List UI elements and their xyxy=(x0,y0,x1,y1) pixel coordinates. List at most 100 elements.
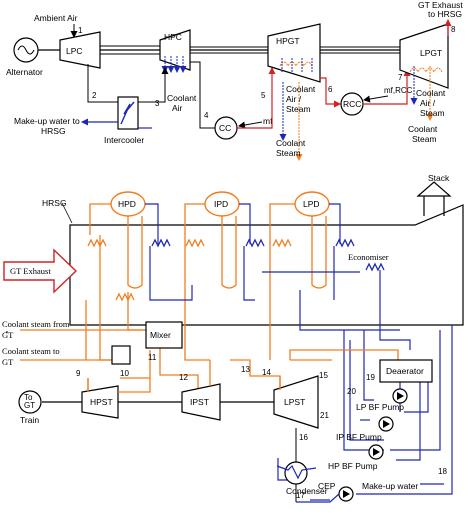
rcc-fuel-label: mf,RCC xyxy=(384,86,413,95)
steam-cycle-section: HRSG Stack GT Exhaust HPD IPD LPD xyxy=(2,173,464,503)
intercooler-label: Intercooler xyxy=(104,135,144,145)
ipst-turbine xyxy=(181,383,221,421)
state-point-3: 3 xyxy=(155,99,160,108)
state-point-17: 17 xyxy=(296,491,305,500)
hpgt-label: HPGT xyxy=(276,36,300,46)
lp-bf-pump-label: LP BF Pump xyxy=(356,402,404,412)
state-point-14: 14 xyxy=(262,368,271,377)
hpgt-coolant-arrows xyxy=(279,58,313,161)
makeup-water-bottom-label: Make-up water xyxy=(362,481,418,491)
state-point-8: 8 xyxy=(451,25,456,34)
lpgt-turbine xyxy=(399,23,449,89)
gt-exhaust-inlet-label: GT Exhaust xyxy=(10,266,51,276)
state-point-10: 10 xyxy=(120,369,129,378)
hpgt-coolant-label-2: Air / xyxy=(286,94,302,104)
hpst-turbine xyxy=(81,385,119,419)
mixer-box xyxy=(145,321,183,349)
gas-turbine-section: Alternator Ambient Air 1 LPC HPC Coolant… xyxy=(6,0,463,161)
state-point-2: 2 xyxy=(92,91,97,100)
makeup-water-label-2: HRSG xyxy=(41,126,66,136)
hrsg-casing xyxy=(69,204,464,326)
intercooler-coil xyxy=(120,101,135,125)
to-gt-label-1: To xyxy=(24,393,33,402)
state-point-9: 9 xyxy=(76,369,81,378)
coolant-from-gt-label-2: GT xyxy=(2,330,14,340)
state-point-4: 4 xyxy=(204,111,209,120)
lpd-label: LPD xyxy=(303,199,320,209)
ip-bf-pump-label: IP BF Pump xyxy=(336,432,382,442)
hp-bf-pump xyxy=(368,444,384,460)
hpd-label: HPD xyxy=(118,199,136,209)
cc-fuel-label: mf xyxy=(263,116,273,126)
lpc-label: LPC xyxy=(66,46,83,56)
coolant-from-gt-label-1: Coolant steam from xyxy=(2,319,70,329)
stack xyxy=(416,181,452,216)
lpgt-coolant-label-3: Steam xyxy=(420,108,445,118)
to-gt-train-coupling xyxy=(18,390,42,414)
lpgt-coolant-arrows xyxy=(409,66,443,121)
gt-exhaust-label-2: to HRSG xyxy=(428,9,462,19)
state-point-1: 1 xyxy=(78,26,83,35)
coolant-to-gt-label-2: GT xyxy=(2,357,14,367)
hrsg-label: HRSG xyxy=(42,198,67,208)
lpgt-label: LPGT xyxy=(420,48,442,58)
hpc-label: HPC xyxy=(164,32,182,42)
stack-label: Stack xyxy=(428,173,450,183)
lpgt-coolant-label-2: Air / xyxy=(420,98,436,108)
ipst-label: IPST xyxy=(190,397,209,407)
hpgt-coolant-steam-label-2: Steam xyxy=(276,148,301,158)
state-point-11: 11 xyxy=(148,353,157,362)
state-point-18: 18 xyxy=(438,467,447,476)
rcc-label: RCC xyxy=(343,99,361,109)
condenser-label: Condenser xyxy=(286,486,328,496)
state-point-20: 20 xyxy=(347,387,356,396)
hpc-coolant-label-1: Coolant xyxy=(167,93,197,103)
lpst-turbine xyxy=(273,375,319,429)
heat-exchanger-coils xyxy=(87,238,385,302)
lpc-outlet-line xyxy=(87,64,118,103)
lp-bf-pump xyxy=(392,388,408,404)
lpst-label: LPST xyxy=(284,397,305,407)
state-point-21: 21 xyxy=(320,411,329,420)
lpgt-coolant-label-1: Coolant xyxy=(416,88,446,98)
train-label: Train xyxy=(20,415,39,425)
hpgt-coolant-label-1: Coolant xyxy=(286,84,316,94)
cc-label: CC xyxy=(219,123,231,133)
hpgt-turbine xyxy=(267,23,321,83)
attemperator-box xyxy=(111,345,131,365)
lpc-compressor xyxy=(59,31,101,69)
deaerator-label: Deaerator xyxy=(386,366,424,376)
coolant-to-gt-label-1: Coolant steam to xyxy=(2,346,60,356)
hpc-coolant-label-2: Air xyxy=(172,103,183,113)
state-point-16: 16 xyxy=(299,433,308,442)
ip-bf-pump xyxy=(378,416,394,432)
makeup-water-label-1: Make-up water to xyxy=(14,116,80,126)
cep-pump xyxy=(338,486,354,502)
hpgt-coolant-label-3: Steam xyxy=(286,104,311,114)
intercooler-box xyxy=(117,96,139,130)
turbine-steam-connections xyxy=(87,360,281,393)
alternator-wave-icon xyxy=(17,45,35,55)
ipd-label: IPD xyxy=(214,199,228,209)
state-point-13: 13 xyxy=(241,365,250,374)
to-gt-label-2: GT xyxy=(24,401,35,410)
mixer-label: Mixer xyxy=(150,330,171,340)
lpgt-coolant-steam-label-2: Steam xyxy=(412,134,437,144)
deaerator-box xyxy=(379,359,433,383)
steam-lines xyxy=(20,292,399,398)
lpgt-coolant-steam-label-1: Coolant xyxy=(408,124,438,134)
economiser-label: Economiser xyxy=(348,252,389,262)
state-point-7: 7 xyxy=(398,73,403,82)
state-point-12: 12 xyxy=(179,373,188,382)
gt-exhaust-inlet-arrow xyxy=(3,248,78,294)
hp-bf-pump-label: HP BF Pump xyxy=(328,461,378,471)
ambient-air-label: Ambient Air xyxy=(34,13,78,23)
gt-exhaust-label-1: GT Exhaust xyxy=(418,0,463,10)
state-point-6: 6 xyxy=(328,85,333,94)
state-point-15: 15 xyxy=(319,371,328,380)
feedwater-lines xyxy=(145,203,453,501)
hpst-label: HPST xyxy=(90,397,113,407)
alternator-label: Alternator xyxy=(6,67,43,77)
